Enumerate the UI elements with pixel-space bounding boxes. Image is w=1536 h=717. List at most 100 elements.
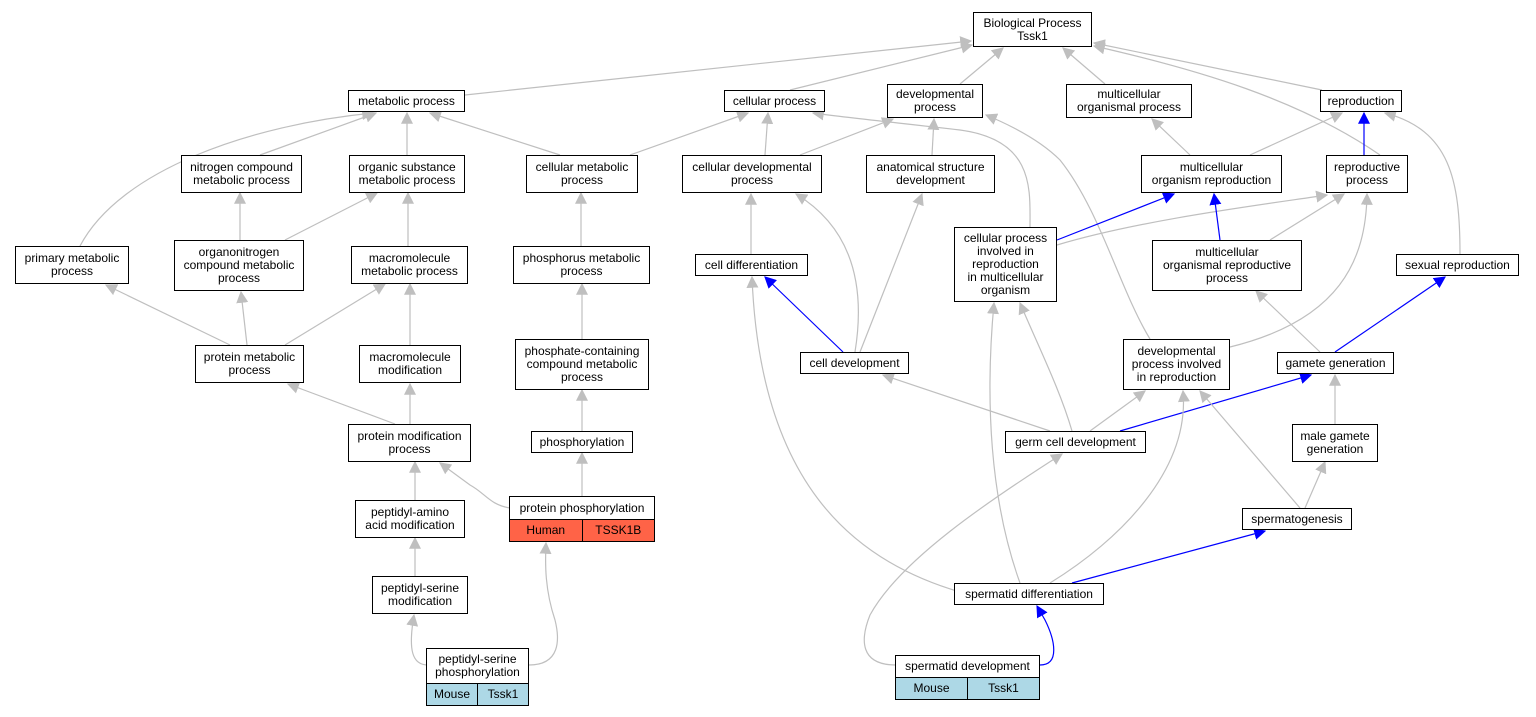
node-phosphate-containing-compound-metabolic-process[interactable]: phosphate-containing compound metabolic … — [515, 339, 649, 390]
node-label: spermatid differentiation — [965, 586, 1093, 601]
edge-spermatid-diff-to-cell-differentiation — [746, 275, 961, 593]
edge-peptidyl-serine-phos-to-protein-phosphorylation — [528, 541, 558, 666]
edge-multicellular-reproduction-to-multicellular-org-process — [1151, 118, 1191, 156]
node-label: germ cell development — [1015, 434, 1136, 449]
node-reproductive-process[interactable]: reproductive process — [1326, 155, 1408, 193]
node-protein-phosphorylation[interactable]: protein phosphorylation Human TSSK1B — [509, 496, 655, 542]
edge-cell-development-to-cellular-dev — [794, 193, 859, 353]
annotation-row: Human TSSK1B — [510, 519, 654, 541]
node-macromolecule-modification[interactable]: macromolecule modification — [359, 345, 461, 383]
node-label: phosphate-containing compound metabolic … — [524, 344, 640, 384]
node-label: reproduction — [1327, 93, 1395, 108]
node-gamete-generation[interactable]: gamete generation — [1277, 352, 1394, 374]
edge-cell-development-to-cell-differentiation — [764, 276, 844, 353]
node-label: anatomical structure development — [876, 160, 985, 187]
node-label: organic substance metabolic process — [358, 160, 456, 187]
node-label: nitrogen compound metabolic process — [190, 160, 293, 187]
node-multicellular-organismal-reproductive-process[interactable]: multicellular organismal reproductive pr… — [1152, 240, 1302, 291]
edge-developmental-to-root — [959, 47, 1004, 85]
edge-germ-cell-dev-to-cellular-process-repro — [1018, 301, 1073, 432]
node-macromolecule-metabolic-process[interactable]: macromolecule metabolic process — [351, 246, 468, 284]
node-label: macromolecule modification — [369, 350, 451, 377]
node-label: multicellular organismal process — [1076, 87, 1182, 114]
node-sexual-reproduction[interactable]: sexual reproduction — [1396, 254, 1519, 276]
node-cellular-process-involved-in-reproduction[interactable]: cellular process involved in reproductio… — [954, 227, 1057, 302]
node-label: spermatid development — [905, 659, 1030, 673]
node-label: cellular developmental process — [692, 160, 812, 187]
edge-peptidyl-serine-phos-to-peptidyl-serine-mod — [406, 613, 429, 666]
node-cell-development[interactable]: cell development — [800, 352, 909, 374]
node-label: protein phosphorylation — [519, 500, 645, 515]
node-nitrogen-compound-metabolic-process[interactable]: nitrogen compound metabolic process — [181, 155, 302, 193]
node-cellular-developmental-process[interactable]: cellular developmental process — [682, 155, 822, 193]
edge-gamete-generation-to-sexual-reproduction — [1334, 276, 1446, 353]
edge-spermatid-dev-to-spermatid-diff — [1036, 604, 1055, 666]
edge-protein-metabolic-to-primary-metabolic — [104, 284, 231, 346]
node-label: developmental process — [895, 87, 975, 114]
edge-spermatid-diff-to-dev-process-repro — [1049, 389, 1190, 584]
gene-cell: Tssk1 — [967, 678, 1039, 699]
edge-metabolic-to-root — [464, 36, 973, 96]
node-peptidyl-serine-modification[interactable]: peptidyl-serine modification — [372, 576, 468, 614]
gene-cell: Tssk1 — [477, 684, 528, 705]
edge-anatomical-to-developmental — [927, 117, 940, 156]
edge-cellular-dev-to-developmental — [799, 117, 895, 156]
node-spermatogenesis[interactable]: spermatogenesis — [1242, 508, 1352, 530]
node-peptidyl-serine-phosphorylation[interactable]: peptidyl-serine phosphorylation Mouse Ts… — [426, 648, 529, 706]
edge-multicellular-reproduction-to-reproduction — [1249, 112, 1344, 156]
node-label: cellular process involved in reproductio… — [963, 231, 1048, 297]
gene-cell: TSSK1B — [581, 520, 655, 541]
annotation-row: Mouse Tssk1 — [427, 683, 528, 705]
node-label: protein metabolic process — [203, 350, 296, 377]
node-developmental-process[interactable]: developmental process — [887, 84, 983, 118]
node-phosphorylation[interactable]: phosphorylation — [531, 431, 633, 453]
species-cell: Mouse — [433, 687, 471, 701]
edge-spermatogenesis-to-male-gamete — [1304, 460, 1327, 509]
node-multicellular-organismal-process[interactable]: multicellular organismal process — [1066, 84, 1192, 118]
node-anatomical-structure-development[interactable]: anatomical structure development — [866, 155, 995, 193]
node-label: male gamete generation — [1300, 429, 1370, 456]
edge-spermatogenesis-to-dev-process-repro — [1199, 390, 1301, 509]
node-label: protein modification process — [357, 429, 462, 456]
node-protein-modification-process[interactable]: protein modification process — [348, 424, 471, 462]
node-label: multicellular organismal reproductive pr… — [1162, 245, 1292, 285]
node-reproduction[interactable]: reproduction — [1320, 90, 1402, 112]
edge-nitrogen-to-metabolic — [259, 111, 378, 156]
node-label: cellular process — [732, 93, 817, 108]
edge-multicellular-org-repro-to-multicellular-reproduction — [1209, 192, 1222, 241]
node-phosphorus-metabolic-process[interactable]: phosphorus metabolic process — [513, 246, 650, 284]
node-cellular-process[interactable]: cellular process — [724, 90, 825, 112]
node-developmental-process-involved-in-reproduction[interactable]: developmental process involved in reprod… — [1123, 339, 1230, 390]
edge-reproductive-process-to-root — [1092, 42, 1381, 156]
edge-spermatid-dev-to-germ-cell-dev — [863, 453, 1064, 666]
node-spermatid-differentiation[interactable]: spermatid differentiation — [954, 583, 1104, 605]
edge-multicellular-org-repro-to-reproductive-process — [1269, 193, 1346, 241]
edge-dev-process-repro-to-reproductive-process — [1229, 192, 1373, 348]
node-cellular-metabolic-process[interactable]: cellular metabolic process — [526, 155, 638, 193]
node-label: peptidyl-serine phosphorylation — [435, 652, 520, 679]
node-spermatid-development[interactable]: spermatid development Mouse Tssk1 — [895, 655, 1040, 700]
annotation-row: Mouse Tssk1 — [896, 677, 1039, 699]
node-label: Biological Process Tssk1 — [983, 15, 1082, 43]
edge-germ-cell-dev-to-gamete-generation — [1119, 372, 1313, 432]
node-label: cell development — [809, 355, 900, 370]
edge-sexual-reproduction-to-reproduction — [1383, 109, 1461, 255]
node-cell-differentiation[interactable]: cell differentiation — [695, 254, 808, 276]
node-label: primary metabolic process — [24, 251, 120, 278]
node-biological-process[interactable]: Biological Process Tssk1 — [973, 12, 1092, 47]
node-primary-metabolic-process[interactable]: primary metabolic process — [15, 246, 129, 284]
node-label: peptidyl-serine modification — [380, 581, 460, 608]
node-germ-cell-development[interactable]: germ cell development — [1005, 431, 1146, 453]
node-multicellular-organism-reproduction[interactable]: multicellular organism reproduction — [1141, 155, 1282, 193]
node-organonitrogen-compound-metabolic-process[interactable]: organonitrogen compound metabolic proces… — [174, 240, 304, 291]
node-metabolic-process[interactable]: metabolic process — [348, 90, 465, 112]
edge-protein-phosphorylation-to-protein-modification — [439, 462, 511, 509]
edge-germ-cell-dev-to-cell-development — [881, 372, 1051, 432]
node-peptidyl-amino-acid-modification[interactable]: peptidyl-amino acid modification — [355, 500, 465, 538]
node-label: peptidyl-amino acid modification — [365, 505, 455, 532]
edge-organonitrogen-to-organic-substance — [284, 192, 379, 241]
node-protein-metabolic-process[interactable]: protein metabolic process — [195, 345, 304, 383]
node-label: phosphorus metabolic process — [522, 251, 641, 278]
node-organic-substance-metabolic-process[interactable]: organic substance metabolic process — [349, 155, 465, 193]
node-male-gamete-generation[interactable]: male gamete generation — [1292, 424, 1378, 462]
